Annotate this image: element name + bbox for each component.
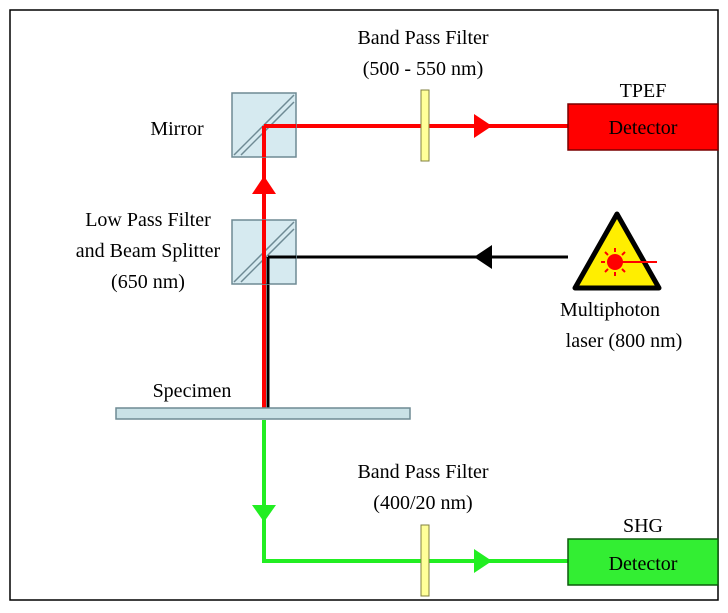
- tpef-detector-label: Detector: [609, 117, 678, 139]
- laser-label-line2: laser (800 nm): [566, 330, 683, 352]
- bpf-top-label-line1: Band Pass Filter: [357, 27, 488, 49]
- tpef-right-arrow: [474, 114, 492, 138]
- shg-down-arrow: [252, 505, 276, 522]
- laser-label-line1: Multiphoton: [560, 299, 660, 321]
- laser-left-arrow: [474, 245, 492, 269]
- shg-beam: [262, 420, 568, 563]
- lpf-label-line1: Low Pass Filter: [85, 209, 211, 231]
- tpef-up-arrow: [252, 176, 276, 194]
- mirror-label: Mirror: [150, 118, 204, 140]
- tpef-detector: [567, 103, 719, 151]
- bpf-top-label-line2: (500 - 550 nm): [363, 58, 484, 80]
- specimen-label: Specimen: [153, 380, 232, 402]
- bpf-bottom-label-line1: Band Pass Filter: [357, 461, 488, 483]
- bandpass-filter-bottom: [420, 524, 430, 597]
- lpf-label-line3: (650 nm): [111, 271, 185, 293]
- specimen-slide: [115, 407, 411, 420]
- lpf-label-line2: and Beam Splitter: [76, 240, 221, 262]
- bandpass-filter-top: [420, 89, 430, 162]
- shg-detector-label: Detector: [609, 553, 678, 575]
- shg-label: SHG: [623, 515, 663, 537]
- laser-warning-icon: [572, 211, 662, 291]
- bpf-bottom-label-line2: (400/20 nm): [373, 492, 472, 514]
- tpef-label: TPEF: [620, 80, 667, 102]
- shg-detector: [567, 538, 719, 586]
- shg-right-arrow: [474, 549, 492, 573]
